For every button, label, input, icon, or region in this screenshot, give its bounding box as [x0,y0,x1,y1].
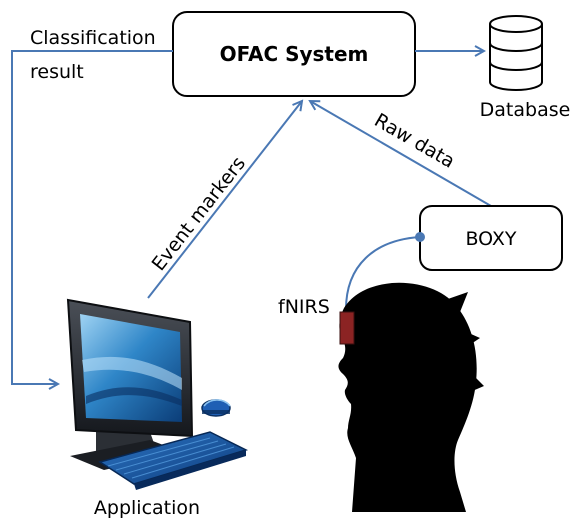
arrow-classification-result [11,50,173,384]
database-icon [489,15,543,91]
fnirs-sensor [339,311,355,345]
head-silhouette [338,282,477,512]
ofac-system-label: OFAC System [220,42,369,66]
ofac-system-box [172,11,416,97]
application-label: Application [94,497,200,519]
head-hair-tuft [445,292,484,392]
sensor-cable [344,236,421,313]
classification-label-line2: result [30,61,84,83]
boxy-label: BOXY [465,228,516,250]
event-markers-label: Event markers [148,153,250,275]
raw-data-label: Raw data [371,109,459,172]
classification-label-line1: Classification [30,27,156,49]
cable-connector-dot [415,232,425,242]
arrow-raw-data [310,101,492,207]
arrow-event-markers [147,101,302,299]
fnirs-label: fNIRS [278,296,330,318]
database-label: Database [480,99,571,121]
computer-icon [66,298,249,490]
